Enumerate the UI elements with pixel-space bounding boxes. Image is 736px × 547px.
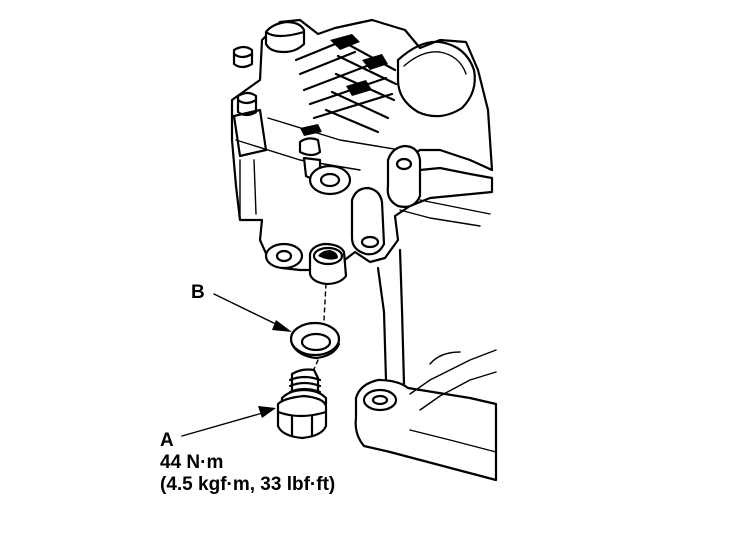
leader-line-a: [181, 411, 267, 437]
callout-leaders: [181, 293, 292, 437]
sealing-washer: [289, 321, 341, 360]
transmission-housing: [230, 18, 494, 286]
callout-label-a: A: [160, 430, 174, 451]
torque-spec-metric: 44 N·m: [160, 452, 224, 473]
leader-arrow-a: [258, 406, 276, 418]
lower-case: [354, 248, 498, 482]
drain-plug: [276, 368, 328, 440]
callout-label-b: B: [191, 282, 205, 303]
torque-spec-alternate: (4.5 kgf·m, 33 lbf·ft): [160, 474, 336, 495]
leader-arrow-b: [272, 320, 292, 332]
alignment-line: [323, 283, 327, 321]
leader-line-b: [213, 293, 285, 329]
